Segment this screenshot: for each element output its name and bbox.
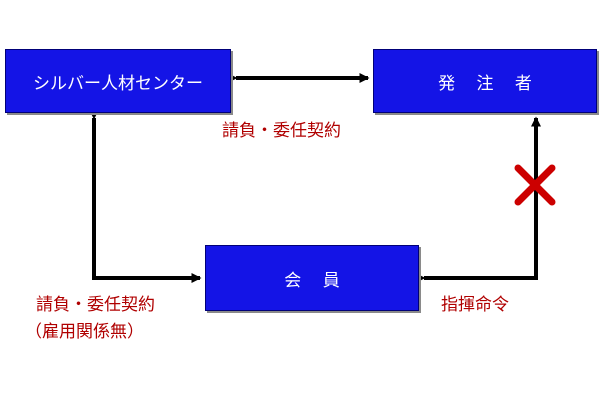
edge-label-center-member: 請負・委任契約	[36, 295, 155, 315]
edge-label-client-member: 指揮命令	[441, 295, 509, 315]
node-silver-center: シルバー人材センター	[5, 49, 231, 113]
arrow-member-client	[415, 116, 541, 283]
edge-note-center-member: （雇用関係無）	[25, 322, 144, 342]
node-client: 発 注 者	[373, 49, 597, 113]
node-silver-center-label: シルバー人材センター	[33, 73, 203, 94]
cross-mark	[514, 164, 556, 206]
node-member: 会 員	[205, 245, 419, 311]
node-client-label: 発 注 者	[438, 73, 540, 94]
node-member-label: 会 員	[284, 270, 348, 291]
arrow-center-member	[89, 109, 202, 283]
edge-label-center-client: 請負・委任契約	[222, 121, 341, 141]
